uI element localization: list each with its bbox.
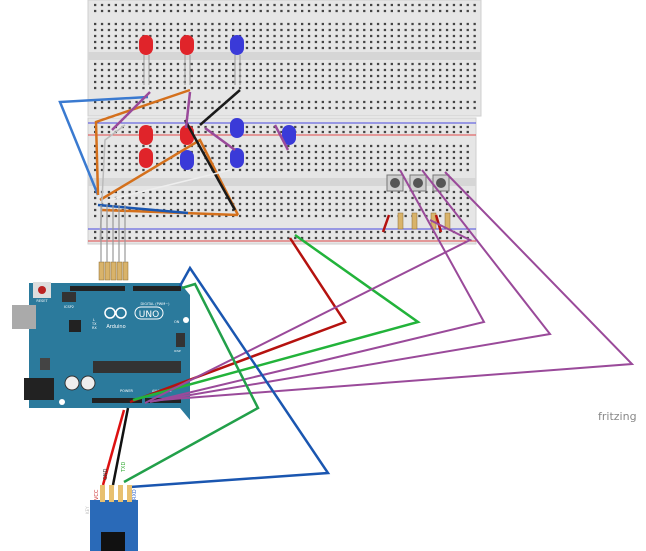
digital-label: DIGITAL (PWM~) xyxy=(140,302,170,306)
wire-black xyxy=(199,89,241,126)
fritzing-watermark: fritzing xyxy=(598,410,637,423)
external-wires xyxy=(101,169,635,489)
push-button[interactable] xyxy=(409,174,427,192)
l-led-label: L xyxy=(93,318,95,322)
arduino-uno[interactable]: RESET ICSP2 DIGITAL (PWM~) L TX RX UNO A… xyxy=(12,282,190,420)
header-digital-left xyxy=(70,286,125,291)
brand-label: Arduino xyxy=(106,324,125,330)
pin-rxd-label: RXD xyxy=(132,489,138,500)
led-red[interactable] xyxy=(139,35,153,85)
header-power xyxy=(92,398,142,403)
icsp2-label: ICSP2 xyxy=(64,305,74,309)
led-blue[interactable] xyxy=(180,150,194,170)
push-button[interactable] xyxy=(386,174,404,192)
header-digital-right xyxy=(133,286,181,291)
led-blue[interactable] xyxy=(230,118,244,138)
push-buttons xyxy=(386,174,450,192)
bluetooth-module[interactable]: VCC GND TXD RXD KEY xyxy=(85,462,138,551)
wire-grey xyxy=(99,124,126,241)
reset-label: RESET xyxy=(36,299,48,303)
wire-purple xyxy=(159,171,635,401)
breadboard-top xyxy=(87,0,482,117)
pin-gnd-label: GND xyxy=(103,468,109,480)
led-red[interactable] xyxy=(180,35,194,85)
led-blue[interactable] xyxy=(230,148,244,168)
wire-green xyxy=(132,233,421,402)
rx-label: RX xyxy=(92,326,97,330)
wire-purple xyxy=(184,91,192,129)
led-blue[interactable] xyxy=(282,125,296,145)
wire-blue xyxy=(58,95,149,196)
arduino-logo: UNO Arduino xyxy=(104,306,164,330)
wire-red xyxy=(381,214,391,233)
model-label: UNO xyxy=(139,310,159,320)
wire-purple xyxy=(111,91,151,131)
pin-txd-label: TXD xyxy=(121,462,127,473)
wire-purple xyxy=(144,219,473,404)
power-label: POWER xyxy=(120,389,134,393)
pin-vcc-label: VCC xyxy=(94,489,100,500)
wire-blue xyxy=(129,265,331,489)
wire-white xyxy=(107,169,231,201)
wire-black xyxy=(183,119,237,211)
wire-red xyxy=(101,409,126,486)
icsp-label: ICSP xyxy=(174,349,181,353)
tx-label: TX xyxy=(91,322,97,326)
wire-orange xyxy=(94,88,191,196)
wire-purple xyxy=(204,126,236,152)
atmega-chip xyxy=(93,361,181,373)
led-blue[interactable] xyxy=(230,35,244,85)
wire-green xyxy=(123,282,260,484)
wire-orange xyxy=(99,138,240,216)
led-red[interactable] xyxy=(139,148,153,168)
wire-purple xyxy=(154,169,552,402)
on-label: ON xyxy=(174,320,180,324)
leds xyxy=(139,35,296,170)
key-label: KEY xyxy=(85,506,90,514)
wire-purple xyxy=(273,124,290,151)
wire-black xyxy=(111,407,130,486)
led-red[interactable] xyxy=(139,125,153,145)
